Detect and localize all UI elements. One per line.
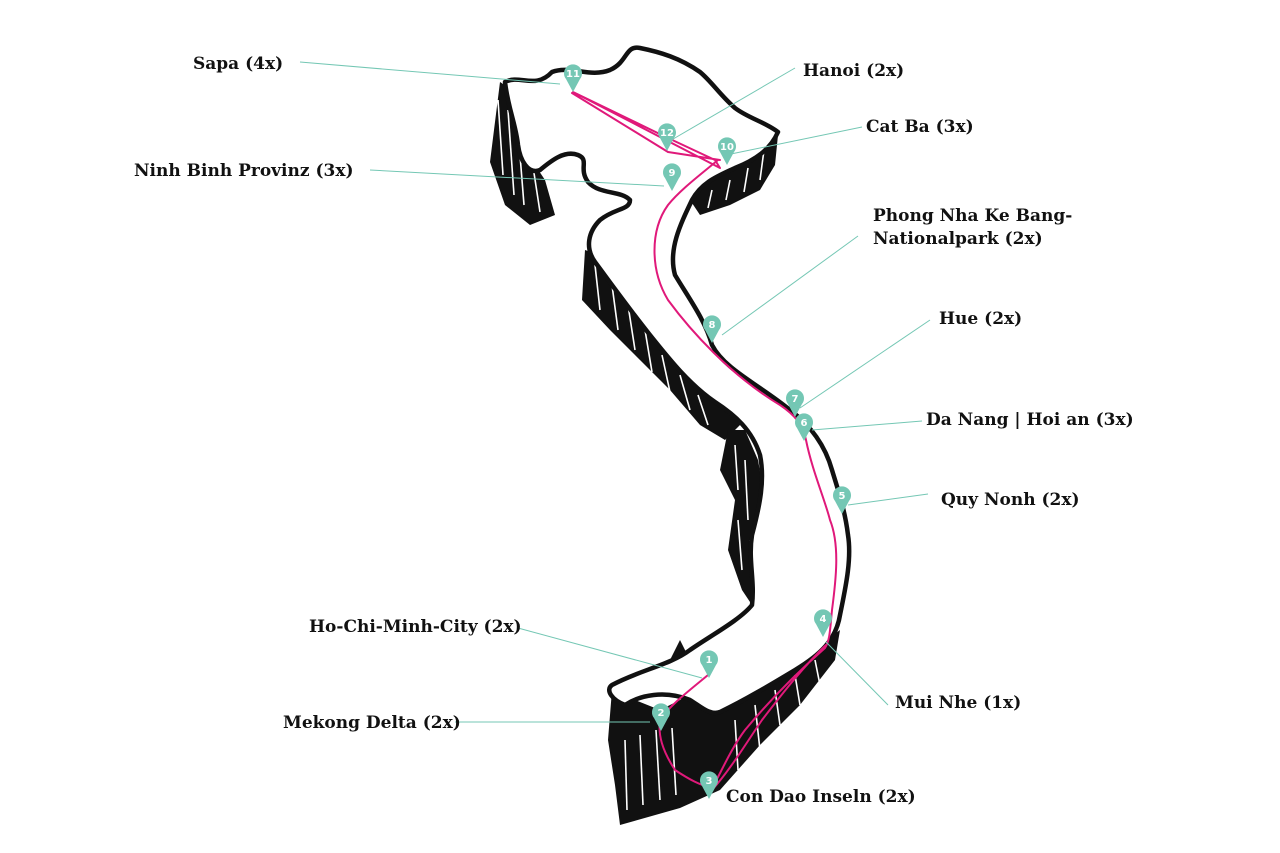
label-hue: Hue (2x) <box>939 309 1022 329</box>
pin-number: 8 <box>709 320 716 331</box>
pin-stop-7[interactable]: 7 <box>785 389 804 417</box>
pin-number: 3 <box>706 776 713 787</box>
pin-number: 2 <box>658 708 665 719</box>
pin-stop-12[interactable]: 12 <box>658 123 676 151</box>
pin-number: 1 <box>706 655 713 666</box>
label-ninh-binh: Ninh Binh Provinz (3x) <box>134 161 354 181</box>
pin-number: 9 <box>669 168 676 179</box>
stop-labels: Sapa (4x) Hanoi (2x) Cat Ba (3x) Ninh Bi… <box>134 54 1134 807</box>
pin-marker-icon <box>785 389 804 417</box>
label-ho-chi-minh-city: Ho-Chi-Minh-City (2x) <box>309 617 522 637</box>
label-mui-nhe: Mui Nhe (1x) <box>895 693 1021 713</box>
pin-marker-icon <box>814 609 832 637</box>
pin-stop-9[interactable]: 9 <box>663 163 682 191</box>
label-quy-nonh: Quy Nonh (2x) <box>941 490 1080 510</box>
pin-marker-icon <box>832 486 852 514</box>
pin-marker-icon <box>663 163 682 191</box>
pin-number: 5 <box>839 491 846 502</box>
travel-route <box>571 91 838 791</box>
pin-number: 4 <box>820 614 827 625</box>
label-con-dao-inseln: Con Dao Inseln (2x) <box>726 787 916 807</box>
pin-number: 7 <box>792 394 799 405</box>
vietnam-land <box>502 45 852 716</box>
pin-stop-3[interactable]: 3 <box>699 771 719 799</box>
pin-marker-icon <box>718 137 736 165</box>
pin-stop-11[interactable]: 11 <box>564 64 582 92</box>
label-hanoi: Hanoi (2x) <box>803 61 904 81</box>
label-sapa: Sapa (4x) <box>193 54 283 74</box>
pin-number: 10 <box>720 142 734 153</box>
pin-number: 11 <box>566 69 580 80</box>
leader-lines <box>299 61 931 723</box>
pin-marker-icon <box>564 64 582 92</box>
pin-marker-icon <box>795 413 814 441</box>
label-cat-ba: Cat Ba (3x) <box>866 117 974 137</box>
pin-stop-4[interactable]: 4 <box>814 609 832 637</box>
label-mekong-delta: Mekong Delta (2x) <box>283 713 461 733</box>
label-phong-nha-line1: Phong Nha Ke Bang- <box>873 206 1072 226</box>
pin-stop-2[interactable]: 2 <box>651 703 670 731</box>
pin-stop-8[interactable]: 8 <box>703 315 722 343</box>
pin-number: 12 <box>660 128 674 139</box>
pin-marker-icon <box>651 703 670 731</box>
pin-stop-5[interactable]: 5 <box>832 486 852 514</box>
pin-marker-icon <box>699 650 719 678</box>
pin-stop-10[interactable]: 10 <box>718 137 736 165</box>
label-phong-nha-line2: Nationalpark (2x) <box>873 229 1043 249</box>
pin-marker-icon <box>658 123 676 151</box>
pin-stop-1[interactable]: 1 <box>699 650 719 678</box>
pin-number: 6 <box>801 418 808 429</box>
pin-stop-6[interactable]: 6 <box>795 413 814 441</box>
pin-marker-icon <box>699 771 719 799</box>
label-da-nang-hoi-an: Da Nang | Hoi an (3x) <box>926 410 1134 430</box>
pin-marker-icon <box>703 315 722 343</box>
